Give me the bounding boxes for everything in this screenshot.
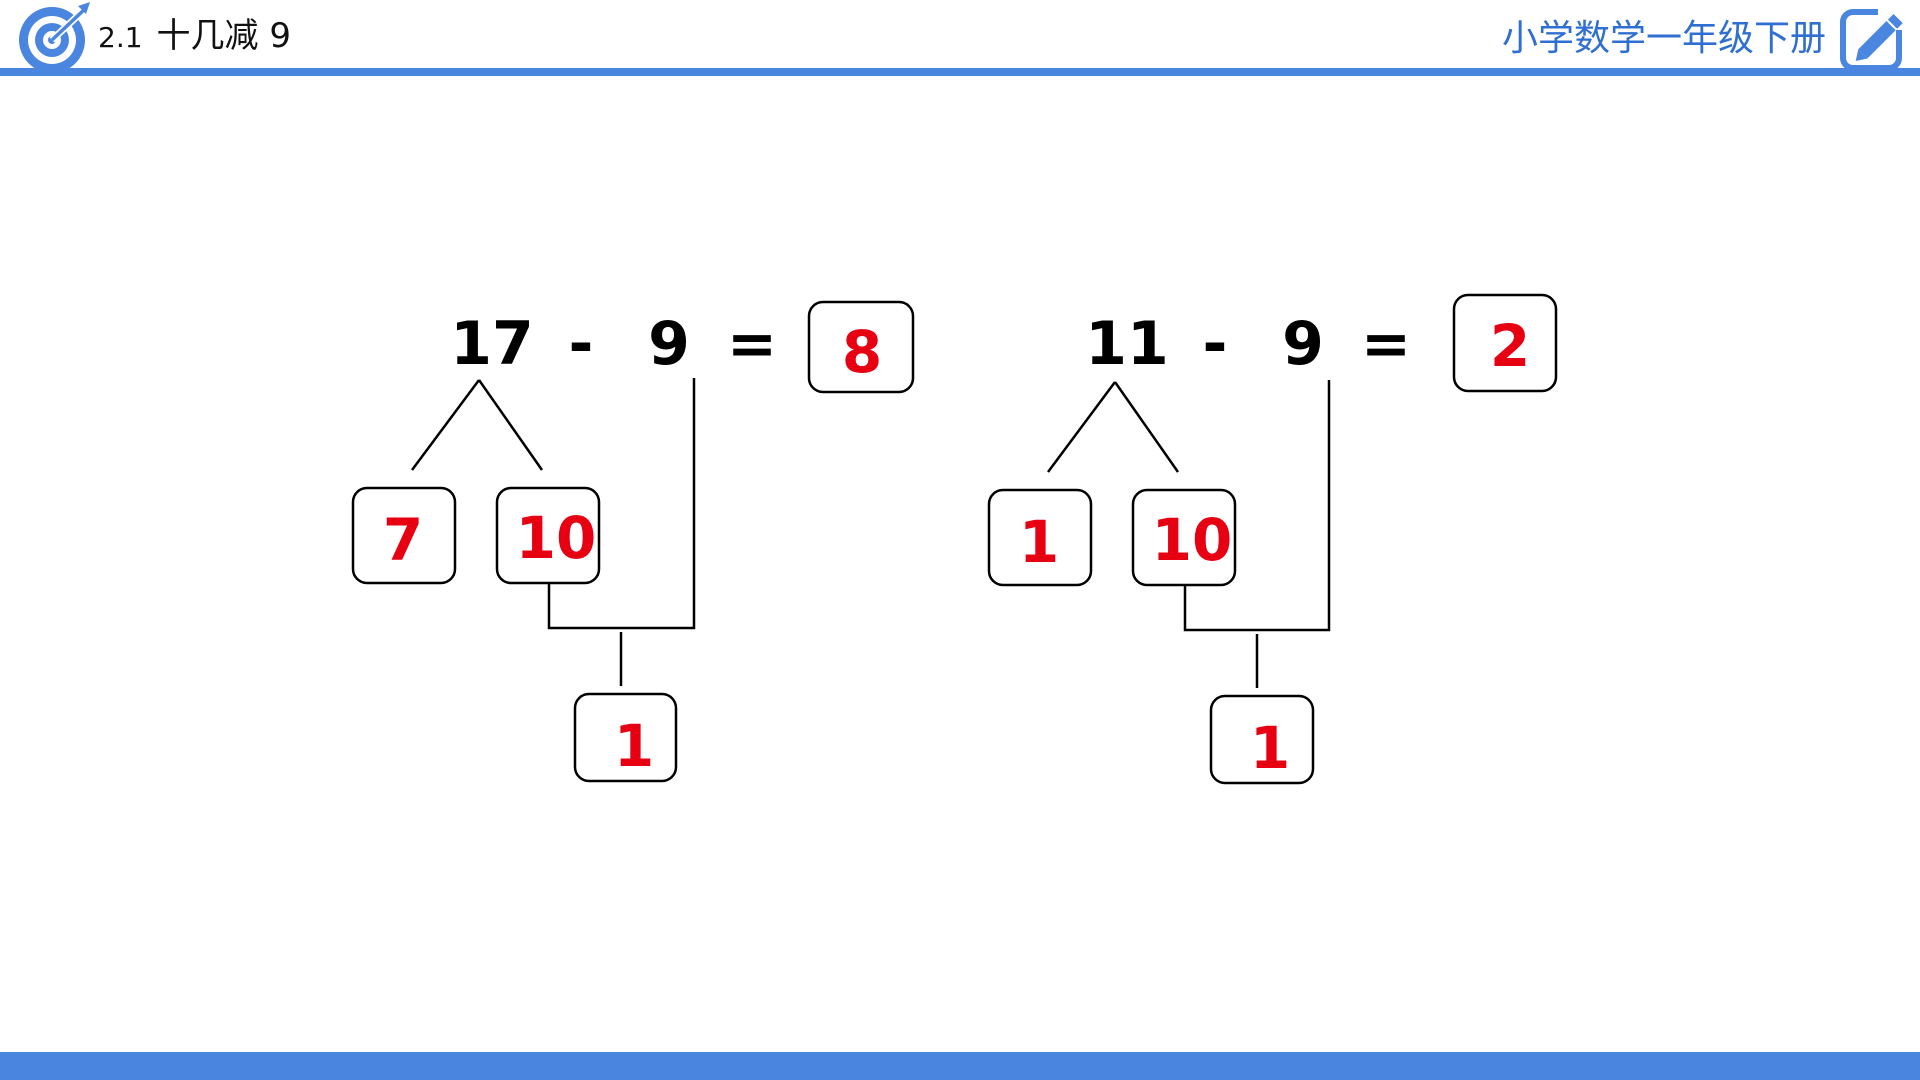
target-arrow-icon	[19, 2, 90, 73]
bracket-line	[547, 378, 696, 630]
lesson-title: 2.1 十几减 9	[98, 12, 291, 60]
page-header: 2.1 十几减 9 小学数学一年级下册	[0, 0, 1920, 78]
split-right-value: 10	[1152, 506, 1233, 574]
split-left-box	[987, 488, 1093, 587]
partial-result-box	[573, 692, 678, 783]
footer-bar	[0, 1052, 1920, 1080]
problem-2: 11 - 9 = 2 1 10 1	[987, 293, 1558, 785]
answer-box	[807, 300, 915, 394]
minuend: 17	[450, 309, 534, 379]
partial-result-value: 1	[1250, 714, 1290, 782]
split-line-right	[477, 379, 544, 471]
split-left-value: 1	[1019, 508, 1059, 576]
lesson-number: 2.1	[98, 21, 143, 54]
subtrahend: 9	[648, 309, 690, 379]
equals-sign: =	[1361, 309, 1411, 379]
split-left-box	[351, 486, 457, 585]
subtrahend: 9	[1282, 309, 1324, 379]
partial-result-value: 1	[614, 712, 654, 780]
equals-sign: =	[727, 309, 777, 379]
split-line-left	[1046, 381, 1117, 473]
lesson-name: 十几减 9	[156, 16, 291, 56]
answer-value: 2	[1490, 312, 1530, 380]
split-line-left	[410, 379, 481, 471]
header-divider	[0, 68, 1920, 76]
minuend: 11	[1085, 309, 1169, 379]
split-right-value: 10	[516, 504, 597, 572]
bracket-line	[1183, 380, 1331, 632]
answer-box	[1452, 293, 1558, 393]
course-title: 小学数学一年级下册	[1501, 18, 1826, 59]
split-line-right	[1113, 381, 1180, 473]
operator: -	[1203, 309, 1228, 379]
partial-result-box	[1209, 694, 1315, 785]
answer-value: 8	[842, 318, 882, 386]
operator: -	[569, 309, 594, 379]
split-left-value: 7	[383, 506, 423, 574]
problem-1: 17 - 9 = 8 7 10 1	[351, 300, 915, 783]
